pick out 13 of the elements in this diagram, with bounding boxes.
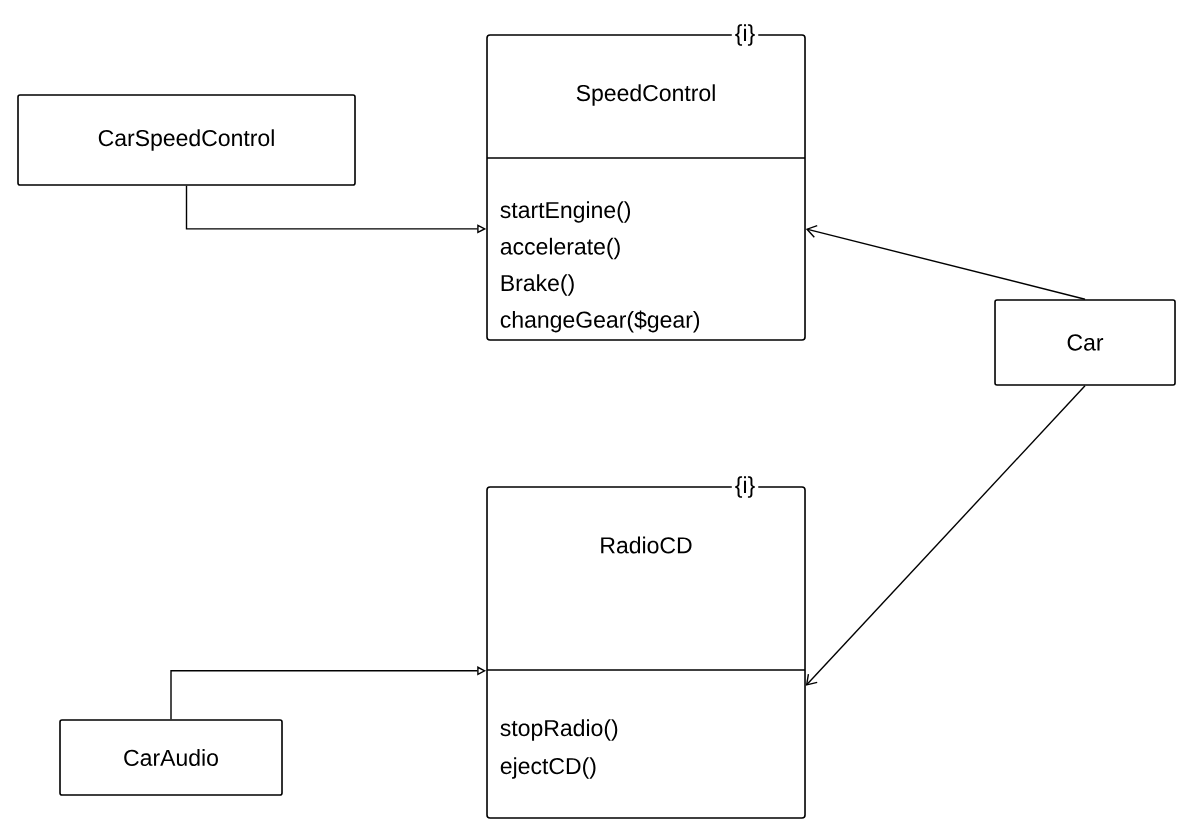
method-text: accelerate() (500, 237, 620, 260)
method-text: Brake() (501, 274, 574, 296)
method-text: ejectCD() (500, 757, 596, 779)
method-text: changeGear($gear) (500, 310, 700, 333)
association-arrow (805, 385, 1086, 686)
class-box: Car (994, 299, 1176, 386)
class-box: CarSpeedControl (17, 94, 356, 186)
class-name: RadioCD (601, 536, 692, 554)
class-box: CarAudio (59, 719, 283, 796)
association-arrow (805, 224, 1086, 300)
class-name: SpeedControl (576, 84, 715, 106)
method-text: stopRadio() (500, 719, 618, 741)
method-text: startEngine() (500, 201, 631, 223)
